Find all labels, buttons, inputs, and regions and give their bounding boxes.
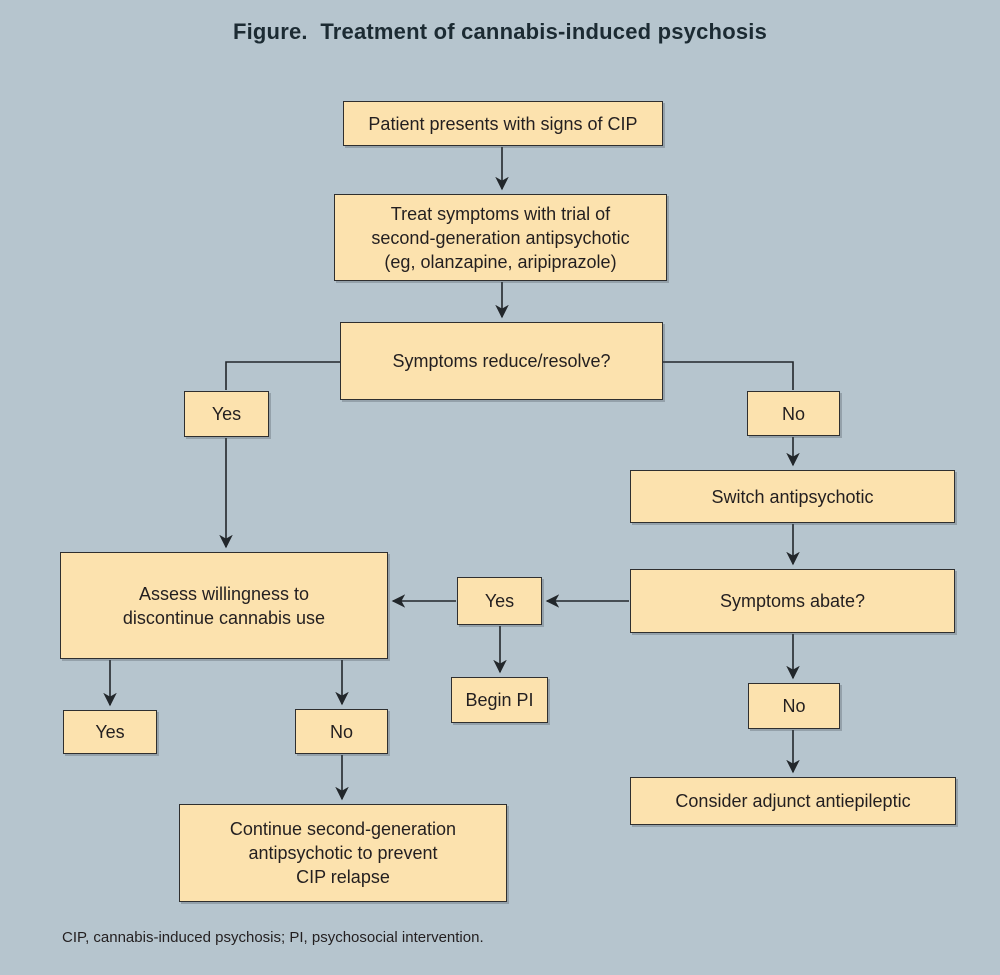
node-symptoms-abate: Symptoms abate? — [630, 569, 955, 633]
node-yes-reduce-branch: Yes — [184, 391, 269, 437]
node-switch-antipsychotic: Switch antipsychotic — [630, 470, 955, 523]
node-begin-pi: Begin PI — [451, 677, 548, 723]
abbreviation-footnote: CIP, cannabis-induced psychosis; PI, psy… — [62, 929, 484, 946]
node-yes-assess-branch: Yes — [63, 710, 157, 754]
edge-reduce-to-yes_left — [225, 361, 340, 390]
node-treat-symptoms: Treat symptoms with trial of second-gene… — [334, 194, 667, 281]
node-yes-abate-branch: Yes — [457, 577, 542, 625]
node-no-abate-branch: No — [748, 683, 840, 729]
node-consider-antiepileptic: Consider adjunct antiepileptic — [630, 777, 956, 825]
edge-reduce-to-no_right — [663, 361, 794, 390]
figure-title: Figure. Treatment of cannabis-induced ps… — [232, 19, 768, 44]
node-no-reduce-branch: No — [747, 391, 840, 436]
node-continue-antipsychotic: Continue second-generation antipsychotic… — [179, 804, 507, 902]
node-assess-willingness: Assess willingness to discontinue cannab… — [60, 552, 388, 659]
node-symptoms-reduce: Symptoms reduce/resolve? — [340, 322, 663, 400]
node-no-assess-branch: No — [295, 709, 388, 754]
node-patient-presents: Patient presents with signs of CIP — [343, 101, 663, 146]
